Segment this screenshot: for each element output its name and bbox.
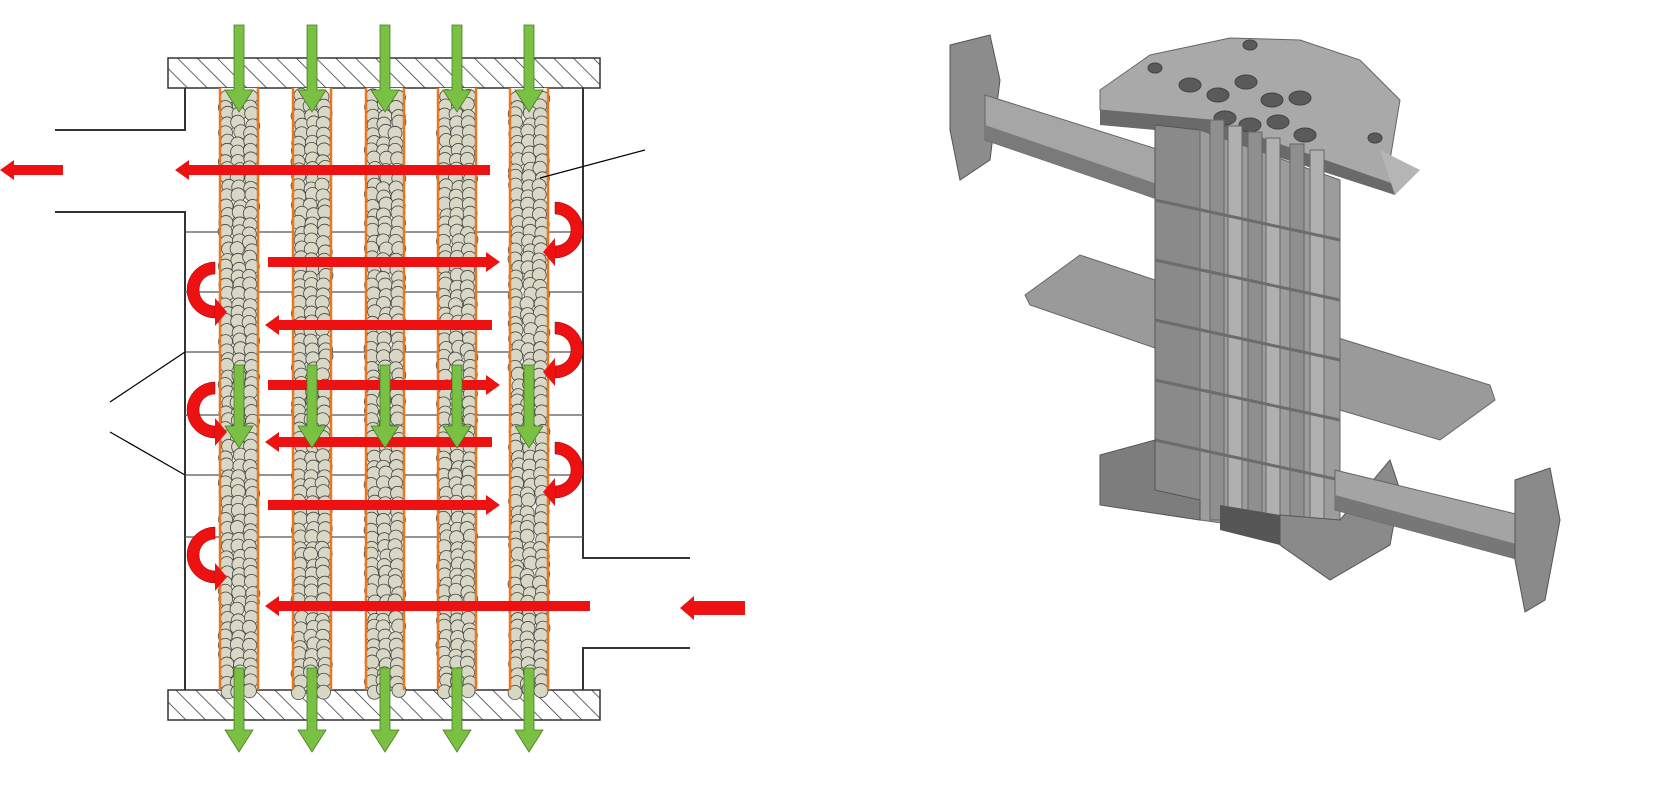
internal-baffle [1154, 438, 1341, 482]
shell-outline [55, 88, 690, 690]
hole-icon [1178, 77, 1202, 93]
internal-baffle [1154, 318, 1341, 362]
arrow-down-icon [514, 667, 544, 753]
catalyst-pellet [388, 348, 404, 364]
arrow-down-icon [370, 667, 400, 753]
catalyst-pellet [390, 411, 406, 427]
arrow-left-icon [265, 315, 492, 335]
arrow-down-icon [442, 24, 472, 113]
internal-baffle [1154, 258, 1341, 302]
arrow-left-icon [0, 160, 63, 180]
u-turn-arrow-icon [186, 261, 227, 326]
arrow-down-icon [442, 667, 472, 753]
catalyst-pellet [520, 492, 536, 508]
hole-icon [1367, 132, 1383, 144]
u-turn-arrow-icon [543, 441, 584, 506]
catalyst-pellet [507, 685, 523, 700]
arrow-left-icon [680, 596, 745, 620]
arrow-right-icon [268, 252, 500, 272]
tube-cylinder [1309, 149, 1325, 551]
3d-cutaway-render [949, 34, 1561, 613]
schematic-cross-section [0, 24, 745, 753]
top-flange [1099, 37, 1401, 186]
tube-cylinder [1209, 119, 1225, 521]
internal-baffles [1154, 198, 1341, 482]
arrow-down-icon [370, 364, 400, 449]
catalyst-pellet [242, 683, 257, 699]
arrow-left-icon [265, 596, 590, 616]
internal-baffle [1154, 378, 1341, 422]
arrow-down-icon [297, 667, 327, 753]
left-flange [949, 34, 1001, 181]
hole-icon [1234, 74, 1258, 90]
tube-side-flow-arrows [224, 24, 544, 753]
bottom-flange [1099, 439, 1201, 521]
leader-lines [109, 149, 646, 476]
tube-cylinder [1265, 137, 1281, 539]
tube-cylinder [1247, 131, 1263, 533]
catalyst-pellet [291, 685, 306, 701]
catalyst-pellet [519, 528, 535, 544]
shell-side-flow-arrows [0, 160, 745, 620]
hole-icon [1147, 62, 1163, 74]
hole-icon [1242, 39, 1258, 51]
u-turn-arrow-icon [543, 321, 584, 386]
arrow-down-icon [224, 364, 254, 449]
hole-icon [1288, 90, 1312, 106]
arrow-down-icon [370, 24, 400, 113]
catalyst-pellet [244, 106, 260, 122]
right-flange [1514, 467, 1561, 613]
arrow-left-icon [265, 432, 492, 452]
internal-baffle [1154, 198, 1341, 242]
arrow-down-icon [297, 364, 327, 449]
catalyst-pellet [316, 684, 331, 700]
hole-icon [1266, 114, 1290, 130]
hole-icon [1206, 87, 1230, 103]
tube-holes [1147, 39, 1383, 144]
arrow-down-icon [297, 24, 327, 113]
u-turn-arrow-icon [186, 526, 227, 591]
tube-cylinder [1227, 125, 1243, 527]
u-turn-arrow-icon [543, 201, 584, 266]
arrow-right-icon [268, 495, 500, 515]
arrow-down-icon [442, 364, 472, 449]
arrow-down-icon [514, 24, 544, 113]
arrow-down-icon [514, 364, 544, 449]
catalyst-pellet [533, 683, 549, 698]
arrow-left-icon [175, 160, 490, 180]
hole-icon [1260, 92, 1284, 108]
hole-icon [1293, 127, 1317, 143]
arrow-down-icon [224, 667, 254, 753]
arrow-down-icon [224, 24, 254, 113]
tube-cylinder [1289, 143, 1305, 545]
catalyst-pellet [230, 187, 246, 203]
catalyst-pellet [391, 682, 407, 698]
u-turn-arrow-icon [186, 381, 227, 446]
catalyst-pellet [460, 683, 476, 699]
